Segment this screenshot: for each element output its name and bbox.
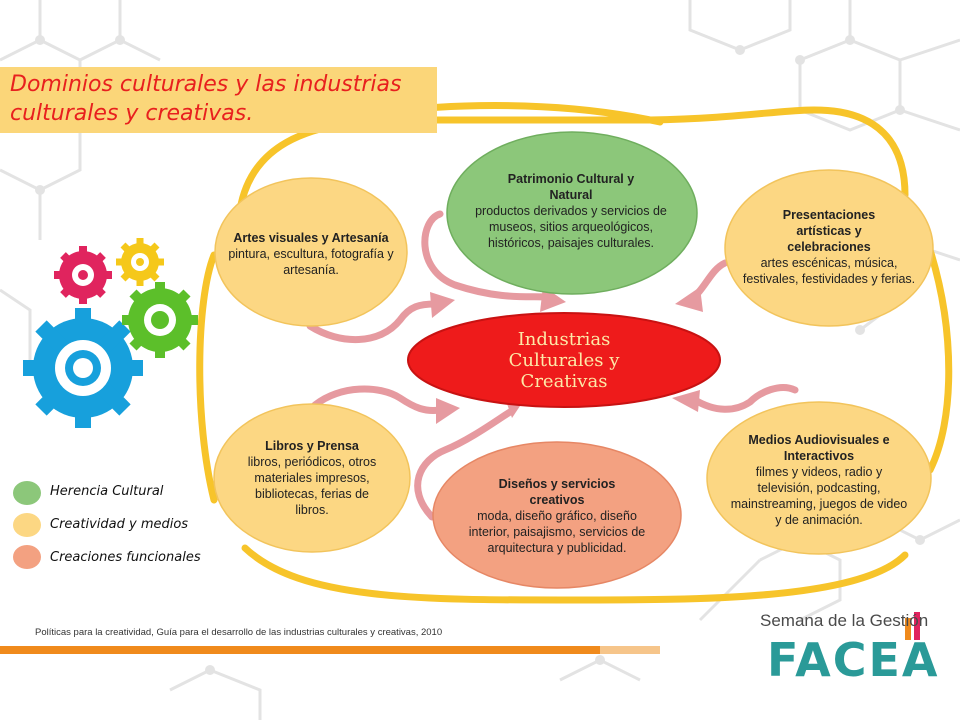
gear-icon [122,282,198,358]
node-disenos-shape [432,441,682,589]
connector-arrows [306,210,799,521]
node-patrimonio-body: productos derivados y servicios de museo… [475,204,667,250]
brand-subtitle: Semana de la Gestión [760,611,929,630]
node-artes: Artes visuales y Artesanía pintura, escu… [225,206,397,302]
node-medios-shape [706,401,932,555]
footer-bar-fade [600,646,660,654]
footer-bar [0,646,600,654]
center-line-3: Creativas [520,370,608,392]
brand-logo-text: FACEA [767,633,940,687]
title-banner [0,67,437,133]
legend-creatividad-label: Creatividad y medios [50,517,189,532]
legend-herencia-swatch [13,481,41,505]
legend-herencia-label: Herencia Cultural [50,484,164,499]
node-presentaciones-shape [724,169,934,327]
node-medios-heading: Medios Audiovisuales e Interactivos [748,433,890,463]
node-patrimonio: Patrimonio Cultural y Natural productos … [460,156,682,266]
node-medios-body: filmes y videos, radio y televisión, pod… [730,465,908,527]
node-libros-shape [213,403,411,553]
node-presentaciones-heading: Presentaciones artísticas y celebracione… [782,208,876,254]
center-line-1: Industrias [517,328,611,350]
node-libros: Libros y Prensa libros, periódicos, otro… [226,420,398,536]
center-line-2: Culturales y [508,349,620,371]
node-medios: Medios Audiovisuales e Interactivos film… [716,418,922,542]
legend-creatividad-swatch [13,513,41,537]
node-presentaciones: Presentaciones artísticas y celebracione… [735,192,923,302]
title-line-2: culturales y creativas. [10,101,254,126]
center-node: Industrias Culturales y Creativas [408,313,720,407]
center-shape [407,312,721,408]
facea-logo-mark [905,612,920,640]
page-title: Dominios culturales y las industrias cul… [10,70,440,128]
node-artes-body: pintura, escultura, fotografía y artesan… [228,247,394,277]
node-presentaciones-body: artes escénicas, música, festivales, fes… [742,256,916,286]
node-artes-shape [214,177,408,327]
node-patrimonio-heading: Patrimonio Cultural y Natural [507,172,635,202]
node-patrimonio-shape [446,131,698,295]
gear-icon [54,246,112,304]
title-line-1: Dominios culturales y las industrias [10,72,402,97]
node-libros-body: libros, periódicos, otros materiales imp… [247,455,377,517]
gear-icon [116,238,164,286]
node-disenos-body: moda, diseño gráfico, diseño interior, p… [468,509,646,555]
node-disenos: Diseños y servicios creativos moda, dise… [445,460,669,572]
legend-funcionales-label: Creaciones funcionales [50,550,201,565]
source-citation: Políticas para la creatividad, Guía para… [35,627,443,638]
node-disenos-heading: Diseños y servicios creativos [498,477,616,507]
node-libros-heading: Libros y Prensa [265,439,359,453]
gear-icon [23,308,143,428]
legend-funcionales-swatch [13,545,41,569]
node-artes-heading: Artes visuales y Artesanía [233,231,389,245]
